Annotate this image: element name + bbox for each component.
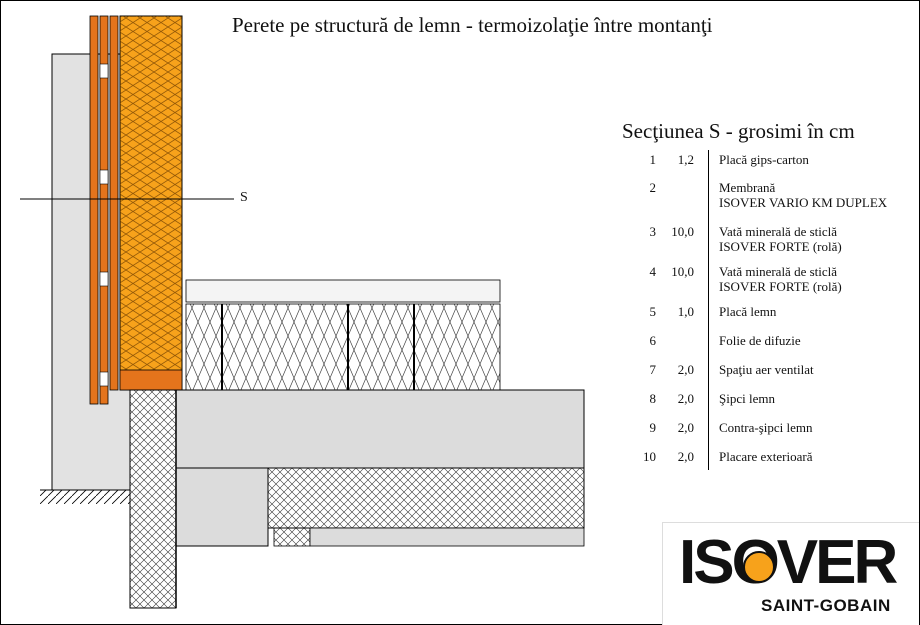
timber-board (109, 15, 119, 391)
layer-number: 8 (649, 391, 657, 406)
layer-material: Şipci lemn (719, 391, 775, 406)
layer-number: 5 (649, 304, 657, 319)
layer-thickness: 1,0 (677, 304, 694, 319)
slab-insulation-small (273, 527, 311, 547)
brand-wordmark: ISOVER (679, 528, 898, 597)
layer-material: Placă lemn (719, 304, 777, 319)
layer-thickness: 10,0 (671, 224, 694, 239)
ground-hatch (40, 490, 130, 504)
layer-number: 2 (649, 180, 657, 195)
slab-base (309, 527, 585, 547)
concrete-slab (175, 389, 585, 469)
layer-number: 1 (649, 152, 657, 167)
counter-battens (99, 15, 109, 405)
layer-material: Placă gips-carton (719, 152, 809, 167)
logo-orange-ball-icon (743, 551, 775, 583)
brand-subtitle: SAINT-GOBAIN (761, 596, 891, 615)
section-s-label: S (240, 190, 248, 205)
layer-material: Contra-şipci lemn (719, 420, 813, 435)
layer-number: 3 (649, 224, 657, 239)
floor-insulation (185, 303, 501, 391)
foundation-insulation (129, 389, 177, 609)
legend-divider (708, 150, 709, 470)
layer-number: 9 (649, 420, 657, 435)
layer-number: 10 (643, 449, 656, 464)
layer-material: Spaţiu aer ventilat (719, 362, 814, 377)
floor-finish (185, 279, 501, 303)
page-title: Perete pe structură de lemn - termoizola… (232, 13, 713, 37)
isover-logo: ISOVER SAINT-GOBAIN (662, 522, 919, 625)
batten-mark (99, 371, 109, 387)
layer-number: 4 (649, 264, 657, 279)
layer-thickness: 2,0 (677, 449, 694, 464)
layer-thickness: 10,0 (671, 264, 694, 279)
layer-thickness: 2,0 (677, 362, 694, 377)
layer-thickness: 1,2 (677, 152, 694, 167)
layer-material: Folie de difuzie (719, 333, 801, 348)
exterior-cladding (89, 15, 99, 405)
layer-thickness: 2,0 (677, 420, 694, 435)
batten-mark (99, 63, 109, 79)
layer-number: 6 (649, 333, 657, 348)
layer-number: 7 (649, 362, 657, 377)
slab-insulation (267, 467, 585, 529)
batten-mark (99, 169, 109, 185)
section-heading: Secţiunea S - grosimi în cm (622, 119, 855, 143)
mineral-wool-pattern (120, 16, 182, 390)
bottom-plate (119, 369, 183, 391)
layer-thickness: 2,0 (677, 391, 694, 406)
batten-mark (99, 271, 109, 287)
slab-edge (175, 467, 269, 547)
layer-material: Placare exterioară (719, 449, 813, 464)
